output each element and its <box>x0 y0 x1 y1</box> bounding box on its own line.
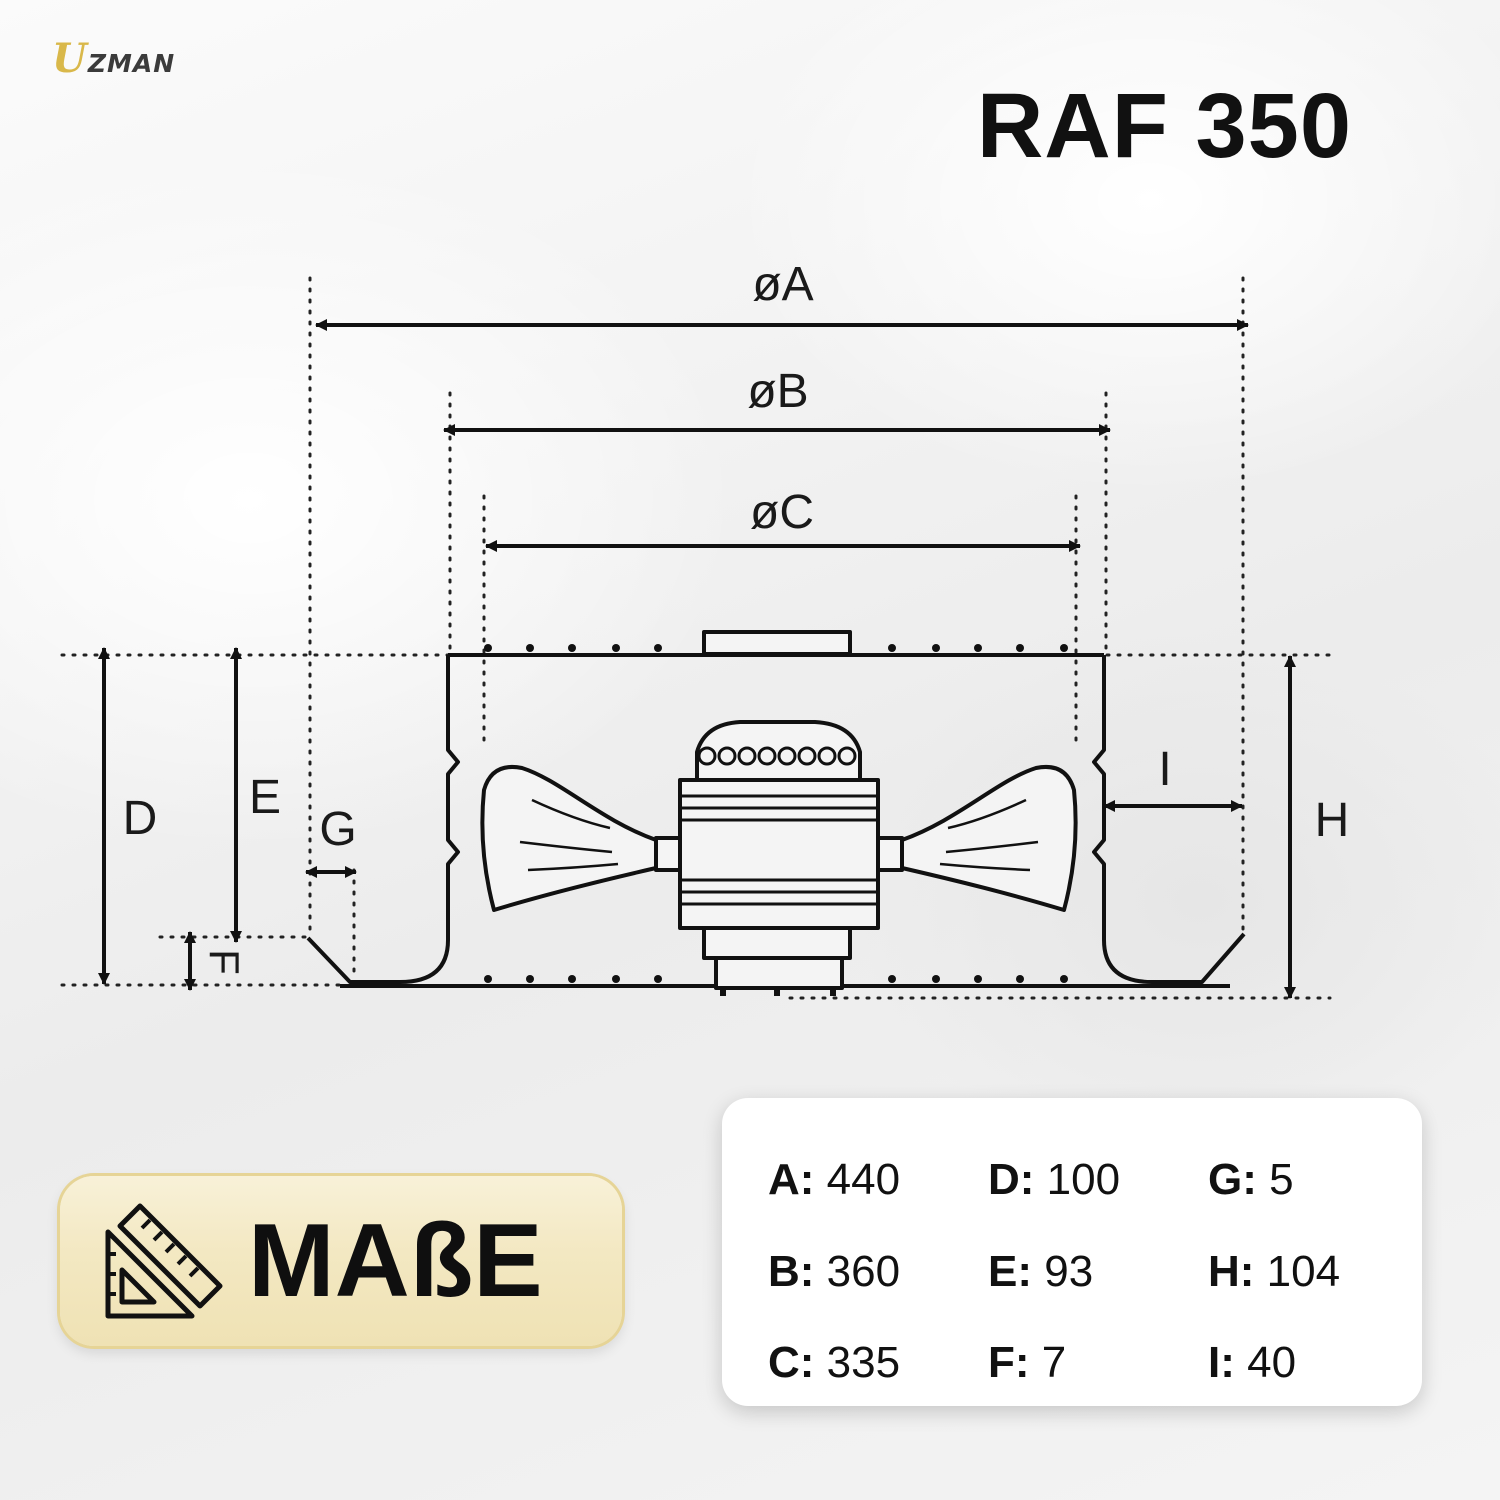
dimensions-badge: MAßE <box>60 1176 622 1346</box>
spec-i: I: 40 <box>1208 1333 1296 1393</box>
rivets <box>484 644 1068 983</box>
label-dim-g: G <box>319 803 356 856</box>
spec-value: 5 <box>1269 1155 1294 1204</box>
fan-blades <box>480 765 1078 912</box>
motor-vents <box>697 746 857 766</box>
spec-value: 104 <box>1266 1247 1341 1296</box>
spec-key: E: <box>988 1247 1032 1296</box>
spec-c: C: 335 <box>768 1333 900 1393</box>
label-dim-i: I <box>1158 743 1171 796</box>
model-title: RAF 350 <box>976 75 1352 177</box>
spec-value: 360 <box>826 1247 901 1296</box>
brand-name: ZMAN <box>87 49 176 78</box>
label-dim-e: E <box>249 771 281 824</box>
brand-logo: U ZMAN <box>52 35 176 82</box>
brand-mark: U <box>52 35 87 82</box>
spec-key: A: <box>768 1155 815 1204</box>
spec-key: G: <box>1208 1155 1257 1204</box>
motor <box>654 720 904 990</box>
spec-key: D: <box>988 1155 1035 1204</box>
spec-f: F: 7 <box>988 1333 1066 1393</box>
spec-grid: A: 440 B: 360 C: 335 D: 100 E: 93 F: 7 G… <box>768 1150 1408 1390</box>
label-dim-f: F <box>201 949 248 975</box>
spec-value: 335 <box>826 1338 901 1387</box>
fan-dimension-diagram: øA øB øC D E G H I F <box>60 258 1350 1000</box>
spec-value: 40 <box>1247 1338 1297 1387</box>
spec-d: D: 100 <box>988 1150 1120 1210</box>
spec-value: 93 <box>1044 1247 1094 1296</box>
spec-g: G: 5 <box>1208 1150 1294 1210</box>
label-dim-b: øB <box>747 365 808 418</box>
spec-key: I: <box>1208 1338 1235 1387</box>
spec-key: B: <box>768 1247 815 1296</box>
label-dim-c: øC <box>750 486 814 539</box>
spec-e: E: 93 <box>988 1242 1093 1302</box>
dimension-arrows <box>98 319 1296 999</box>
spec-value: 100 <box>1046 1155 1121 1204</box>
spec-b: B: 360 <box>768 1242 900 1302</box>
spec-value: 440 <box>826 1155 901 1204</box>
spec-a: A: 440 <box>768 1150 900 1210</box>
label-dim-d: D <box>123 792 158 845</box>
motor-mounts <box>720 986 836 996</box>
label-dim-h: H <box>1315 794 1350 847</box>
spec-value: 7 <box>1041 1338 1067 1387</box>
badge-label: MAßE <box>248 1203 543 1319</box>
spec-key: H: <box>1208 1247 1255 1296</box>
spec-h: H: 104 <box>1208 1242 1340 1302</box>
label-dim-a: øA <box>752 258 813 311</box>
ruler-triangle-icon <box>105 1203 223 1319</box>
spec-key: C: <box>768 1338 815 1387</box>
blade-lines <box>519 798 1039 872</box>
spec-key: F: <box>988 1338 1030 1387</box>
motor-ribs <box>680 794 878 906</box>
spec-card: A: 440 B: 360 C: 335 D: 100 E: 93 F: 7 G… <box>722 1098 1422 1406</box>
